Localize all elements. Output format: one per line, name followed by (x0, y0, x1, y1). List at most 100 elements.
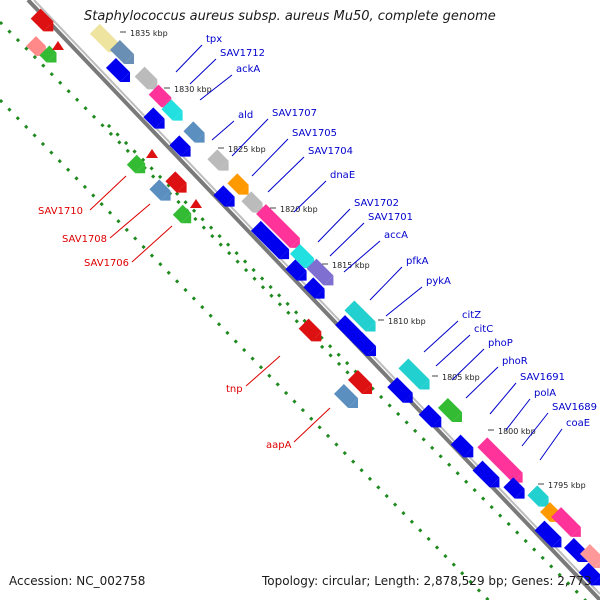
feature-block-body (213, 185, 235, 207)
feature-block (578, 562, 600, 586)
gene-label-sav1708: SAV1708 (62, 234, 107, 245)
feature-block (303, 277, 325, 299)
gene-label-dnae: dnaE (330, 170, 355, 181)
feature-block (450, 434, 474, 458)
feature-block (503, 477, 525, 499)
gene-label-sav1706: SAV1706 (84, 258, 129, 269)
feature-block (207, 149, 229, 171)
feature-block-tip (120, 72, 131, 83)
leader-line (329, 222, 365, 257)
feature-block (227, 173, 249, 195)
feature-block (398, 358, 430, 390)
feature-block-body (134, 66, 158, 90)
feature-block (306, 258, 334, 286)
feature-block-tip (279, 249, 290, 260)
leader-line (385, 286, 423, 317)
feature-block-body (333, 383, 359, 409)
feature-block (109, 39, 135, 65)
feature-block-body (126, 154, 146, 174)
leader-line (343, 240, 381, 273)
feature-block-body (30, 8, 54, 32)
tick-label: 1835 kbp (130, 29, 168, 38)
gene-label-sav1701: SAV1701 (368, 212, 413, 223)
feature-block (250, 220, 290, 260)
gene-label-sav1691: SAV1691 (520, 372, 565, 383)
gene-label-coae: coaE (566, 418, 590, 429)
dotted-track (0, 20, 357, 382)
feature-block-body (472, 460, 500, 488)
map-title: Staphylococcus aureus subsp. aureus Mu50… (84, 9, 496, 24)
dotted-track (106, 123, 588, 600)
feature-blocks (26, 8, 600, 586)
gene-label-tpx: tpx (206, 34, 222, 45)
feature-block-body (298, 318, 322, 342)
feature-block (126, 154, 146, 174)
feature-block-body (347, 369, 373, 395)
feature-block-body (503, 477, 525, 499)
feature-block-body (563, 537, 589, 563)
leader-line (189, 58, 217, 85)
gene-label-acca: accA (384, 230, 408, 241)
feature-block-body (183, 121, 205, 143)
feature-block (134, 66, 158, 90)
feature-block (169, 135, 191, 157)
feature-block (551, 507, 581, 537)
feature-block-body (351, 331, 377, 357)
leader-line (505, 398, 531, 431)
leader-line (211, 120, 235, 141)
feature-marker (190, 199, 202, 208)
leader-line (199, 74, 233, 101)
feature-block (333, 383, 359, 409)
feature-block-body (207, 149, 229, 171)
feature-block (437, 397, 463, 423)
feature-block-body (169, 135, 191, 157)
feature-block-body (398, 358, 430, 390)
feature-block-body (387, 377, 413, 403)
leader-line (245, 355, 281, 387)
tick-label: 1810 kbp (388, 317, 426, 326)
feature-block-body (161, 99, 183, 121)
gene-label-sav1707: SAV1707 (272, 108, 317, 119)
gene-label-citz: citZ (462, 310, 481, 321)
feature-block-tip (46, 52, 57, 63)
feature-block-body (534, 520, 562, 548)
feature-block (298, 318, 322, 342)
feature-block-body (289, 243, 315, 269)
feature-block-body (105, 57, 131, 83)
feature-block (172, 204, 192, 224)
feature-block (285, 259, 307, 281)
feature-block-body (241, 191, 263, 213)
leader-line (539, 428, 563, 461)
tick-label: 1825 kbp (228, 145, 266, 154)
gene-label-sav1705: SAV1705 (292, 128, 337, 139)
leader-line (231, 118, 269, 157)
feature-block-body (227, 173, 249, 195)
dotted-tracks (0, 20, 588, 600)
tick-label: 1805 kbp (442, 373, 480, 382)
feature-block (105, 57, 131, 83)
feature-block-body (303, 277, 325, 299)
gene-label-sav1689: SAV1689 (552, 402, 597, 413)
feature-block-body (527, 485, 549, 507)
gene-label-aapa: aapA (266, 440, 292, 451)
feature-block-body (89, 23, 119, 53)
feature-block-body (109, 39, 135, 65)
leader-line (251, 138, 289, 177)
feature-marker (146, 149, 158, 158)
feature-block (143, 107, 165, 129)
feature-block (387, 377, 413, 403)
tick-label: 1800 kbp (498, 427, 536, 436)
gene-label-phop: phoP (488, 338, 513, 349)
gene-label-pfka: pfkA (406, 256, 429, 267)
leader-line (317, 208, 351, 243)
feature-block-body (450, 434, 474, 458)
feature-block (149, 179, 171, 201)
gene-label-sav1712: SAV1712 (220, 48, 265, 59)
feature-block (183, 121, 205, 143)
backbone (26, 0, 600, 600)
dotted-track (0, 98, 491, 600)
feature-block-body (148, 84, 172, 108)
leader-line (175, 44, 203, 73)
